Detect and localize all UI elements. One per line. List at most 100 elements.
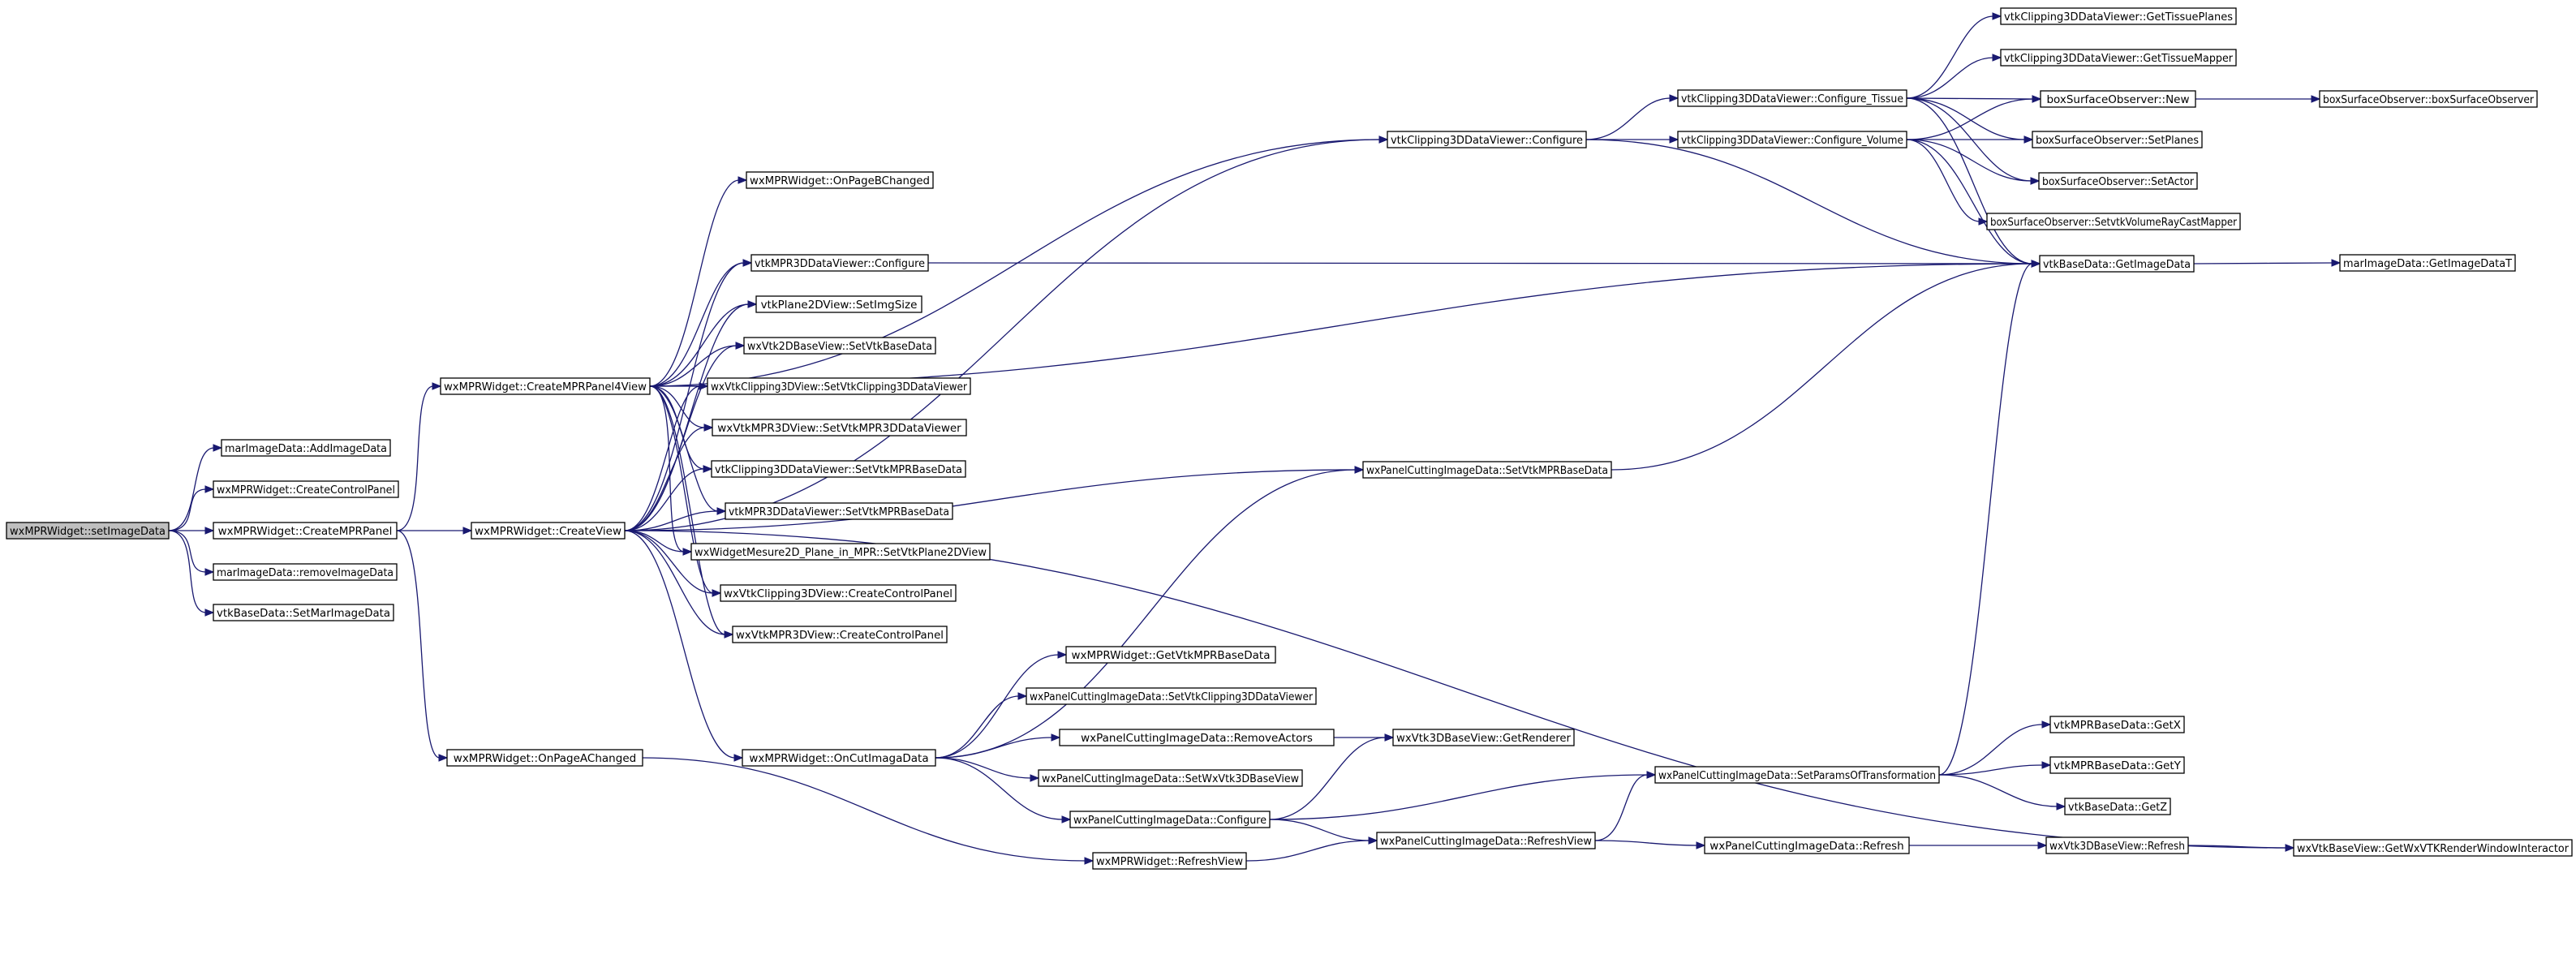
node-box (2049, 716, 2185, 733)
node-box (1038, 769, 1303, 787)
node-box (1986, 213, 2241, 230)
node-box (1065, 646, 1276, 664)
node-onCutImagaData[interactable]: wxMPRWidget::OnCutImagaData (742, 749, 936, 767)
edge-pciConfigure-to-getRenderer (1269, 733, 1395, 820)
node-label: wxVtkBaseView::GetWxVTKRenderWindowInter… (2297, 842, 2569, 855)
node-box (221, 439, 391, 457)
node-label: wxVtk3DBaseView::Refresh (2049, 840, 2185, 853)
node-clipSetVtkMPRBaseData[interactable]: vtkClipping3DDataViewer::SetVtkMPRBaseDa… (711, 460, 966, 478)
edge-createView-to-setVtkMPR3DDataViewer (624, 424, 714, 531)
node-vtk3dRefresh[interactable]: wxVtk3DBaseView::Refresh (2045, 836, 2189, 854)
node-pciSetVtkClipping3DDataViewer[interactable]: wxPanelCuttingImageData::SetVtkClipping3… (1026, 687, 1317, 705)
edge-configureVolume-to-getImageData (1906, 139, 2041, 268)
node-setParamsOfTransformation[interactable]: wxPanelCuttingImageData::SetParamsOfTran… (1654, 766, 1940, 784)
node-getTissueMapper[interactable]: vtkClipping3DDataViewer::GetTissueMapper (2000, 49, 2237, 67)
node-mprCreateControlPanel[interactable]: wxVtkMPR3DView::CreateControlPanel (732, 626, 948, 643)
node-getVtkMPRBaseData[interactable]: wxMPRWidget::GetVtkMPRBaseData (1065, 646, 1276, 664)
node-pciRefresh[interactable]: wxPanelCuttingImageData::Refresh (1704, 836, 1910, 854)
edge-pciRefreshView-to-pciRefresh (1594, 840, 1706, 849)
edge-configureTissue-to-getTissueMapper (1906, 54, 2002, 99)
edge-line (935, 757, 1064, 820)
edge-line (1906, 139, 1980, 222)
node-root[interactable]: wxMPRWidget::setImageData (6, 522, 170, 540)
node-bsoSetActor[interactable]: boxSurfaceObserver::SetActor (2038, 172, 2198, 190)
node-bsoSetPlanes[interactable]: boxSurfaceObserver::SetPlanes (2032, 131, 2203, 148)
edge-line (624, 469, 1357, 531)
node-label: wxPanelCuttingImageData::RemoveActors (1081, 732, 1313, 745)
node-bsoBoxSurfaceObserver[interactable]: boxSurfaceObserver::boxSurfaceObserver (2319, 90, 2538, 108)
node-mprSetVtkMPRBaseData[interactable]: vtkMPR3DDataViewer::SetVtkMPRBaseData (725, 502, 953, 520)
node-setVtkClipping3DDataViewer[interactable]: wxVtkClipping3DView::SetVtkClipping3DDat… (707, 377, 971, 395)
node-setVtkBaseData[interactable]: wxVtk2DBaseView::SetVtkBaseData (743, 337, 936, 355)
node-configureVolume[interactable]: vtkClipping3DDataViewer::Configure_Volum… (1677, 131, 1907, 148)
node-box (711, 460, 966, 478)
arrowhead (2031, 260, 2041, 268)
node-onPageBChanged[interactable]: wxMPRWidget::OnPageBChanged (746, 171, 934, 189)
node-box (1677, 89, 1907, 107)
node-label: vtkBaseData::GetZ (2068, 801, 2167, 814)
node-label: vtkMPR3DDataViewer::SetVtkMPRBaseData (729, 505, 949, 518)
node-getImageData[interactable]: vtkBaseData::GetImageData (2039, 255, 2195, 273)
node-getTissuePlanes[interactable]: vtkClipping3DDataViewer::GetTissuePlanes (2000, 7, 2237, 25)
node-bsoSetvtkVolumeRayCastMapper[interactable]: boxSurfaceObserver::SetvtkVolumeRayCastM… (1986, 213, 2241, 230)
node-getY[interactable]: vtkMPRBaseData::GetY (2049, 756, 2185, 774)
edge-line (1906, 139, 2033, 264)
node-refreshView[interactable]: wxMPRWidget::RefreshView (1092, 852, 1247, 870)
node-onPageAChanged[interactable]: wxMPRWidget::OnPageAChanged (446, 749, 643, 767)
node-pciSetVtkMPRBaseData[interactable]: wxPanelCuttingImageData::SetVtkMPRBaseDa… (1362, 461, 1612, 479)
node-getX[interactable]: vtkMPRBaseData::GetX (2049, 716, 2185, 733)
node-createControlPanel[interactable]: wxMPRWidget::CreateControlPanel (213, 480, 399, 498)
arrowhead (213, 444, 223, 452)
edge-line (1938, 263, 2033, 776)
arrowhead (204, 568, 215, 576)
edge-line (1269, 737, 1387, 820)
edge-root-to-addImageData (168, 444, 223, 531)
node-getZ[interactable]: vtkBaseData::GetZ (2064, 798, 2171, 815)
node-label: vtkClipping3DDataViewer::GetTissuePlanes (2004, 11, 2233, 24)
node-configureTissue[interactable]: vtkClipping3DDataViewer::Configure_Tissu… (1677, 89, 1907, 107)
node-getImageDataT[interactable]: marImageData::GetImageDataT (2339, 254, 2516, 272)
node-pciRefreshView[interactable]: wxPanelCuttingImageData::RefreshView (1376, 832, 1596, 849)
node-box (712, 419, 967, 436)
node-setImgSize[interactable]: vtkPlane2DView::SetImgSize (755, 295, 922, 313)
node-addImageData[interactable]: marImageData::AddImageData (221, 439, 391, 457)
node-setMarImageData[interactable]: vtkBaseData::SetMarImageData (213, 604, 394, 621)
edge-createMPRPanel4View-to-clipCreateControlPanel (649, 385, 722, 597)
node-createView[interactable]: wxMPRWidget::CreateView (471, 522, 626, 540)
node-removeImageData[interactable]: marImageData::removeImageData (213, 563, 398, 581)
edge-line (2187, 845, 2287, 849)
node-box (2293, 839, 2573, 857)
edge-clipConfigure-to-configureTissue (1585, 94, 1679, 140)
node-createMPRPanel4View[interactable]: wxMPRWidget::CreateMPRPanel4View (440, 377, 651, 395)
node-mpr3dConfigure[interactable]: vtkMPR3DDataViewer::Configure (750, 254, 929, 272)
arrowhead (703, 424, 714, 432)
node-setWxVtk3DBaseView[interactable]: wxPanelCuttingImageData::SetWxVtk3DBaseV… (1038, 769, 1303, 787)
node-clipConfigure[interactable]: vtkClipping3DDataViewer::Configure (1387, 131, 1587, 148)
edge-createView-to-setImgSize (624, 300, 758, 531)
node-bsoNew[interactable]: boxSurfaceObserver::New (2040, 90, 2196, 108)
node-getWxVTKRenderWindowInteractor[interactable]: wxVtkBaseView::GetWxVTKRenderWindowInter… (2293, 839, 2573, 857)
node-label: vtkBaseData::SetMarImageData (217, 607, 390, 620)
arrowhead (1354, 466, 1365, 474)
node-box (213, 563, 398, 581)
node-box (743, 337, 936, 355)
node-clipCreateControlPanel[interactable]: wxVtkClipping3DView::CreateControlPanel (720, 584, 957, 602)
node-box (1092, 852, 1247, 870)
node-removeActors[interactable]: wxPanelCuttingImageData::RemoveActors (1059, 729, 1335, 746)
call-graph-nodes: wxMPRWidget::setImageData marImageData::A… (6, 7, 2573, 870)
node-label: vtkClipping3DDataViewer::SetVtkMPRBaseDa… (715, 463, 962, 476)
node-setVtkMPR3DDataViewer[interactable]: wxVtkMPR3DView::SetVtkMPR3DDataViewer (712, 419, 967, 436)
node-label: wxVtkMPR3DView::CreateControlPanel (736, 629, 944, 642)
arrowhead (1992, 54, 2002, 62)
edge-createMPRPanel4View-to-mpr3dConfigure (649, 259, 753, 387)
edge-line (1906, 97, 2026, 140)
arrowhead (2285, 844, 2295, 852)
node-label: wxMPRWidget::GetVtkMPRBaseData (1072, 649, 1271, 662)
arrowhead (1646, 771, 1657, 779)
edge-createView-to-clipSetVtkMPRBaseData (624, 465, 713, 531)
node-box (2000, 49, 2237, 67)
node-createMPRPanel[interactable]: wxMPRWidget::CreateMPRPanel (213, 522, 398, 540)
node-setVtkPlane2DView[interactable]: wxWidgetMesure2D_Plane_in_MPR::SetVtkPla… (690, 543, 991, 561)
node-getRenderer[interactable]: wxVtk3DBaseView::GetRenderer (1392, 729, 1575, 746)
node-pciConfigure[interactable]: wxPanelCuttingImageData::Configure (1069, 811, 1271, 828)
